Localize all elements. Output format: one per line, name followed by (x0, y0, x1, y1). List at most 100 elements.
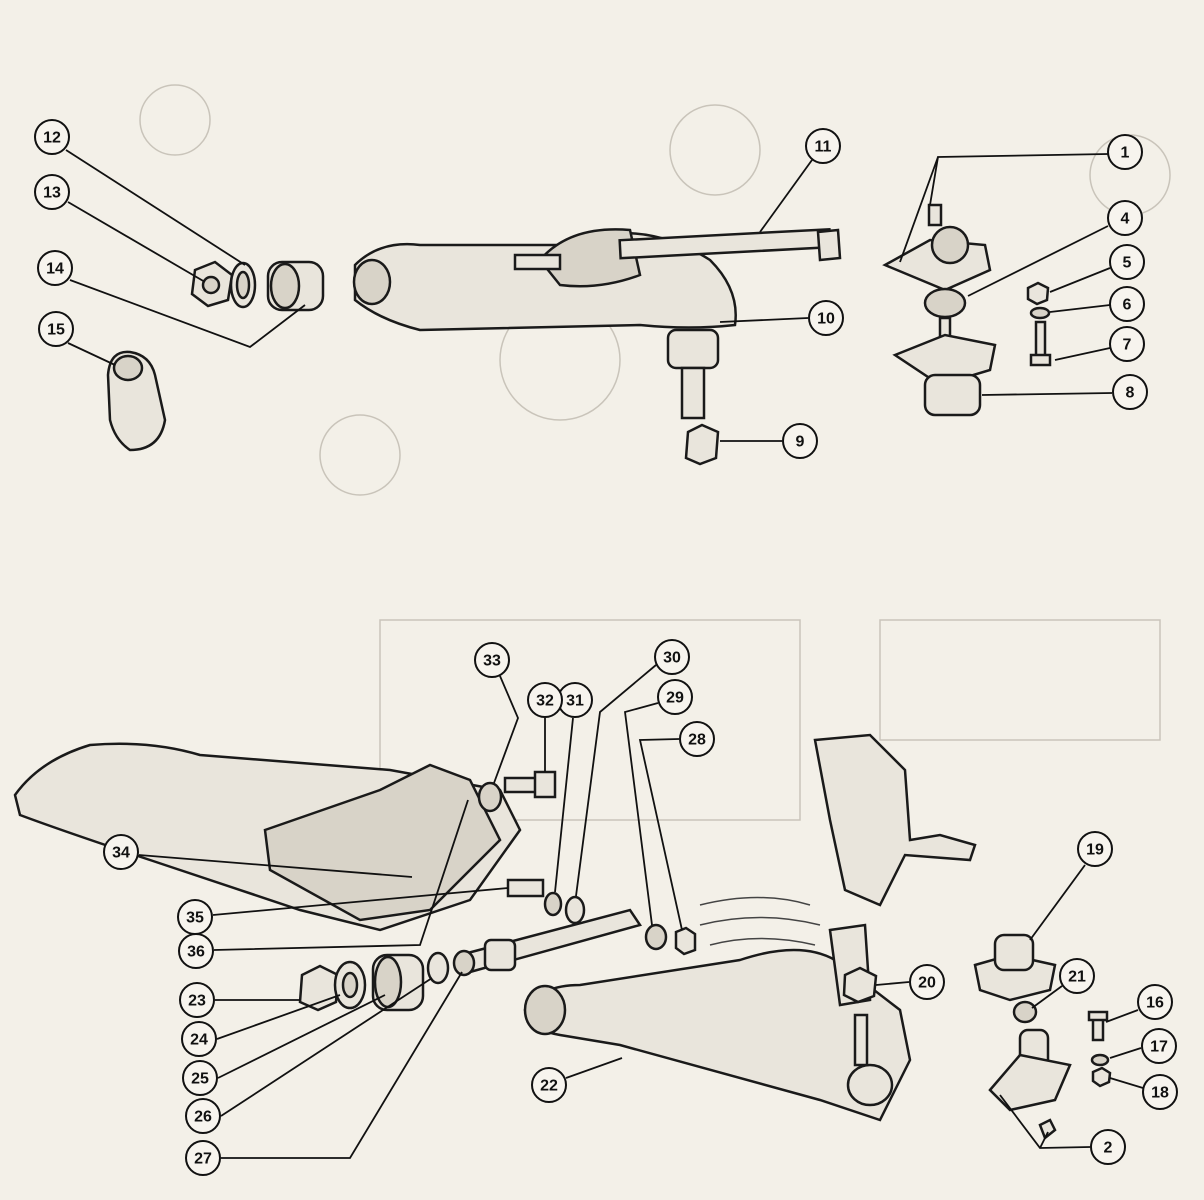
bushing-25 (371, 953, 425, 1012)
leader-line-26 (220, 977, 433, 1117)
callout-number: 13 (43, 185, 61, 202)
ball-joint-22 (846, 1013, 894, 1107)
callout-circle (1112, 374, 1148, 410)
leader-line-21 (1031, 985, 1063, 1009)
leader-line-36 (213, 799, 469, 951)
callout-29: 29 (657, 679, 693, 715)
leader-line-33 (493, 675, 519, 784)
callout-number: 28 (688, 732, 706, 749)
callout-number: 30 (663, 650, 681, 667)
leader-line-25 (217, 994, 386, 1079)
leader-line-15 (67, 342, 116, 366)
washer-17 (1090, 1053, 1110, 1067)
callout-number: 25 (191, 1071, 209, 1088)
callout-33: 33 (474, 642, 510, 678)
callout-27: 27 (185, 1140, 221, 1176)
leader-line-24 (216, 994, 341, 1040)
callout-number: 16 (1146, 995, 1164, 1012)
leader-line-19 (1029, 864, 1086, 941)
callout-16: 16 (1137, 984, 1173, 1020)
callout-number: 35 (186, 910, 204, 927)
washer-6 (1029, 306, 1051, 320)
strut-rod (452, 908, 642, 977)
leader-line-31 (554, 717, 574, 893)
nut-5 (1026, 281, 1050, 306)
callout-19: 19 (1077, 831, 1113, 867)
callout-14: 14 (37, 250, 73, 286)
leader-line-18 (1109, 1077, 1144, 1089)
callout-number: 23 (188, 993, 206, 1010)
upper-control-arm-parts (106, 203, 1052, 466)
callout-number: 8 (1126, 385, 1135, 402)
callout-circle (1090, 1129, 1126, 1165)
callout-number: 7 (1123, 337, 1132, 354)
callout-circle (179, 982, 215, 1018)
callout-4: 4 (1107, 200, 1143, 236)
leader-line-14 (69, 279, 306, 349)
crossmember (13, 742, 522, 932)
callout-circle (808, 300, 844, 336)
callout-circle (34, 119, 70, 155)
callout-number: 9 (796, 434, 805, 451)
callout-circle (474, 642, 510, 678)
callout-circle (1109, 244, 1145, 280)
bolt-32 (503, 770, 557, 799)
callout-10: 10 (808, 300, 844, 336)
lower-arm-22 (523, 948, 912, 1122)
leader-line-17 (1109, 1047, 1142, 1059)
callout-circle (909, 964, 945, 1000)
ball-joint-2 (988, 1028, 1072, 1141)
callout-25: 25 (182, 1060, 218, 1096)
boot-4 (923, 287, 967, 345)
leader-line-2 (1039, 1131, 1049, 1149)
stud-35 (506, 878, 545, 898)
callout-8: 8 (1112, 374, 1148, 410)
callout-5: 5 (1109, 244, 1145, 280)
callout-number: 11 (815, 139, 832, 156)
callout-circle (1107, 200, 1143, 236)
ball-joint-1 (882, 203, 992, 292)
callout-17: 17 (1141, 1028, 1177, 1064)
callout-23: 23 (179, 982, 215, 1018)
callout-number: 22 (540, 1078, 558, 1095)
washer-31 (543, 891, 563, 917)
leader-line-10 (719, 317, 809, 323)
callout-number: 17 (1150, 1039, 1168, 1056)
callout-number: 29 (666, 690, 684, 707)
coil-spring (699, 896, 821, 946)
callout-number: 14 (46, 261, 64, 278)
washer-29 (644, 923, 668, 951)
callout-number: 21 (1068, 969, 1086, 986)
leader-line-29 (624, 702, 659, 926)
callout-number: 34 (112, 845, 130, 862)
callout-circle (654, 639, 690, 675)
boot-21 (1012, 1000, 1038, 1024)
leader-line-8 (981, 392, 1113, 396)
callout-circle (1142, 1074, 1178, 1110)
shaft-11 (618, 227, 842, 262)
callout-31: 31 (557, 682, 593, 718)
callout-35: 35 (177, 899, 213, 935)
bushing-14 (266, 260, 325, 312)
washer-12 (229, 261, 257, 309)
leader-line-35 (212, 887, 509, 916)
callout-1: 1 (1107, 134, 1143, 170)
callout-circle (182, 1060, 218, 1096)
callout-number: 4 (1121, 211, 1130, 228)
callout-circle (103, 834, 139, 870)
nut-13 (190, 260, 234, 308)
callout-circle (679, 721, 715, 757)
callout-number: 32 (536, 693, 554, 710)
callout-11: 11 (805, 128, 841, 164)
callout-number: 27 (194, 1151, 212, 1168)
callout-24: 24 (181, 1021, 217, 1057)
callout-circle (37, 250, 73, 286)
leader-line-27 (221, 971, 463, 1159)
callout-21: 21 (1059, 958, 1095, 994)
stud-10 (513, 253, 562, 271)
callout-circle (1107, 134, 1143, 170)
bolt-7 (1029, 320, 1052, 367)
washer-30 (564, 895, 586, 925)
callout-number: 26 (194, 1109, 212, 1126)
